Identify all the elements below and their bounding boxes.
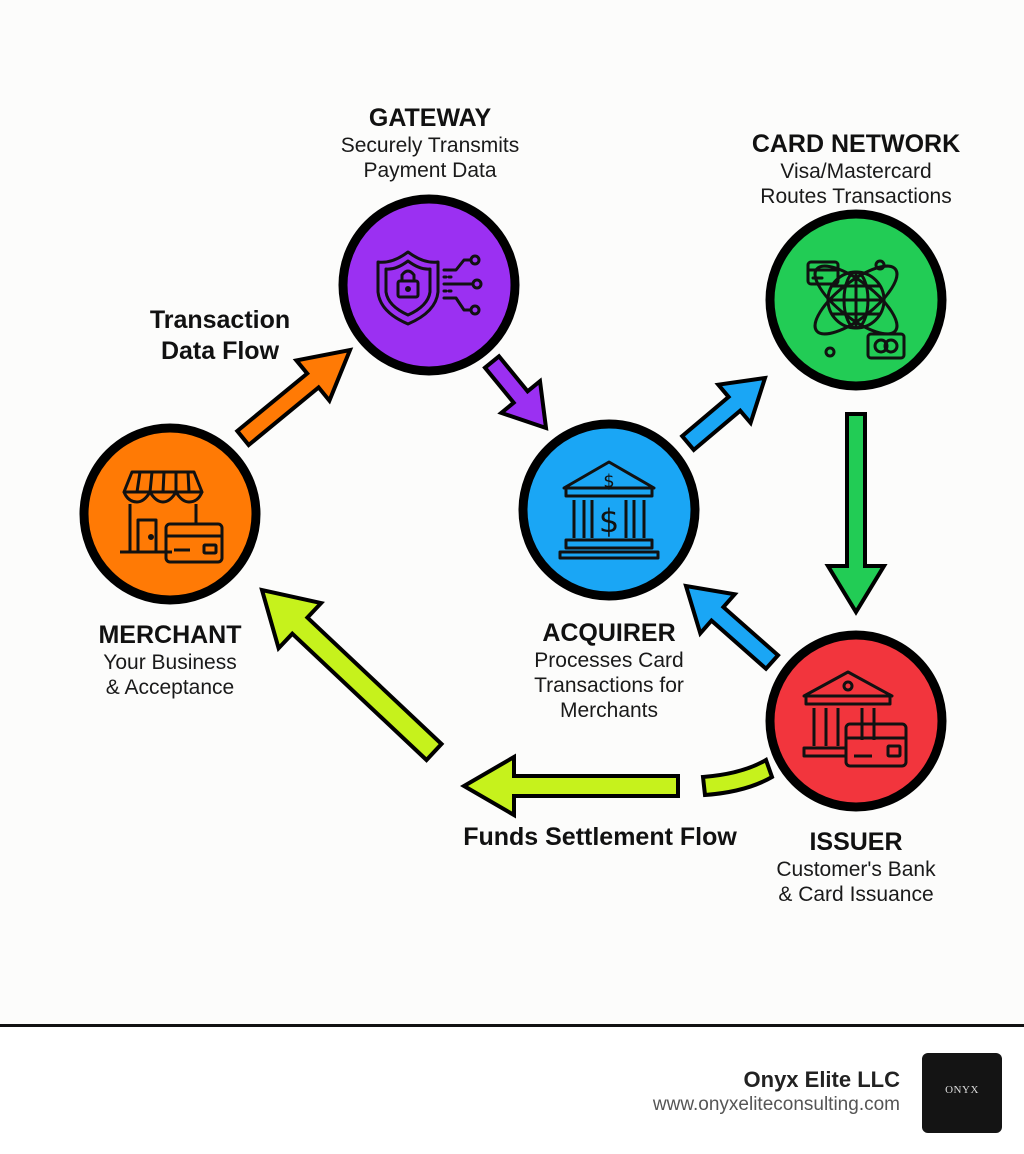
arrow-settlement-flow <box>460 753 680 819</box>
gateway-label: GATEWAY Securely Transmits Payment Data <box>314 103 546 183</box>
acquirer-node: $ $ <box>518 419 700 601</box>
gateway-subtitle: Securely Transmits Payment Data <box>340 134 520 183</box>
company-name: Onyx Elite LLC <box>743 1067 900 1092</box>
gateway-title: GATEWAY <box>368 104 492 132</box>
issuer-circle <box>765 630 947 812</box>
company-url[interactable]: www.onyxeliteconsulting.com <box>652 1094 900 1115</box>
card-network-node <box>765 209 947 391</box>
settlement-dash-segment <box>700 757 775 798</box>
arrow-gateway-to-acquirer <box>482 353 549 431</box>
merchant-subtitle: Your Business & Acceptance <box>103 651 237 700</box>
card-network-subtitle: Visa/Mastercard Routes Transactions <box>760 160 952 209</box>
acquirer-title: ACQUIRER <box>542 619 676 647</box>
arrow-settlement-to-merchant <box>259 587 445 763</box>
merchant-circle <box>79 423 261 605</box>
acquirer-label: ACQUIRER Processes Card Transactions for… <box>498 618 720 724</box>
arrow-acquirer-to-network <box>679 375 768 453</box>
card-network-title: CARD NETWORK <box>751 130 961 158</box>
issuer-subtitle: Customer's Bank & Card Issuance <box>776 858 936 907</box>
acquirer-subtitle: Processes Card Transactions for Merchant… <box>534 649 684 723</box>
issuer-label: ISSUER Customer's Bank & Card Issuance <box>746 827 966 907</box>
settlement-flow-label: Funds Settlement Flow <box>463 823 737 851</box>
card-network-label: CARD NETWORK Visa/Mastercard Routes Tran… <box>718 129 994 209</box>
bank-dollar-icon <box>558 460 660 560</box>
merchant-title: MERCHANT <box>98 621 242 649</box>
acquirer-dollar-top-icon: $ <box>603 471 614 492</box>
issuer-title: ISSUER <box>809 828 903 856</box>
merchant-label: MERCHANT Your Business & Acceptance <box>60 620 280 700</box>
merchant-node <box>79 423 261 605</box>
arrow-issuer-to-acquirer <box>683 583 781 672</box>
storefront-card-icon <box>120 470 224 564</box>
arrow-merchant-to-gateway <box>234 347 354 448</box>
issuer-node <box>765 630 947 812</box>
arrow-network-to-issuer <box>824 412 888 616</box>
acquirer-dollar-main-icon: $ <box>599 502 619 540</box>
payment-flow-diagram: $ $ <box>79 194 947 819</box>
bank-card-icon <box>802 670 908 768</box>
gateway-node <box>338 194 520 376</box>
company-logo: ONYX <box>922 1053 1002 1133</box>
transaction-flow-label: Transaction Data Flow <box>149 306 291 365</box>
footer: Onyx Elite LLC www.onyxeliteconsulting.c… <box>0 1024 1024 1154</box>
logo-text: ONYX <box>945 1084 979 1096</box>
globe-network-icon <box>806 259 906 360</box>
shield-lock-circuit-icon <box>376 250 483 326</box>
